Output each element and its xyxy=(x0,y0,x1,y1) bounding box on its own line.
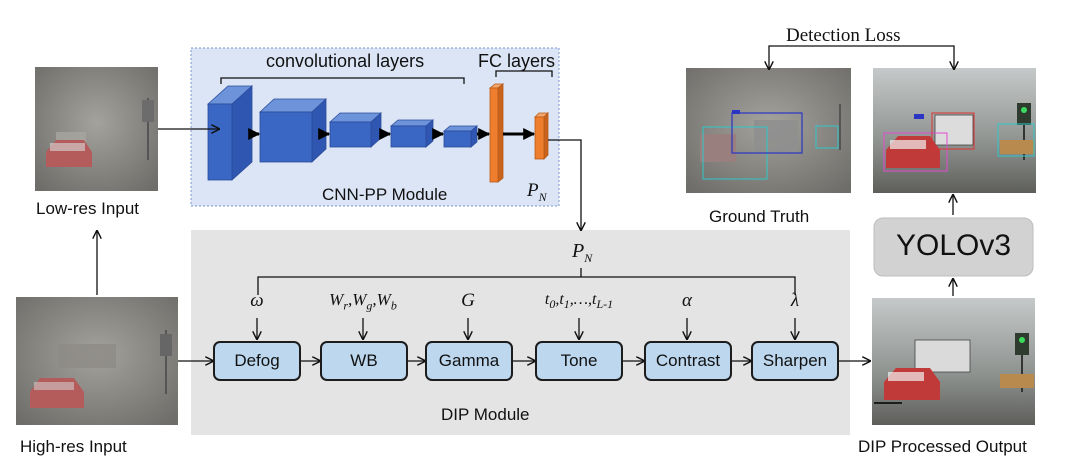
dip-pn-sub: N xyxy=(584,251,593,265)
connectors xyxy=(97,129,953,404)
fc-layer-1 xyxy=(488,83,505,183)
dip-output-label: DIP Processed Output xyxy=(858,437,1027,456)
ground-truth-image xyxy=(686,68,851,193)
cnn-pn-sub: N xyxy=(538,189,547,204)
highres-input-image xyxy=(16,297,178,425)
param-omega: ω xyxy=(250,290,264,311)
lowres-input-image xyxy=(35,67,158,191)
conv-layer-4 xyxy=(389,119,435,148)
detection-result-image xyxy=(873,68,1036,193)
conv-bracket xyxy=(220,77,465,84)
fc-layer-2 xyxy=(534,112,549,160)
yolo-box xyxy=(873,217,1034,277)
dip-pn-label: PN xyxy=(572,240,592,266)
param-wb: Wr,Wg,Wb xyxy=(329,290,397,313)
filter-sharpen: Sharpen xyxy=(751,341,839,381)
lowres-input-label: Low-res Input xyxy=(36,199,139,218)
fc-layers-label: FC layers xyxy=(478,51,556,71)
conv-layer-2 xyxy=(258,98,328,163)
filter-wb: WB xyxy=(320,341,408,381)
param-alpha: α xyxy=(682,290,692,311)
detection-loss-bracket xyxy=(769,45,954,69)
filter-contrast: Contrast xyxy=(644,341,732,381)
param-lambda: λ xyxy=(790,290,800,311)
conv-layer-3 xyxy=(328,112,383,148)
dip-panel xyxy=(191,230,850,435)
conv-layers-label: convolutional layers xyxy=(266,51,425,71)
cnn-pn-base: P xyxy=(527,180,539,201)
param-tone: t0,t1,…,tL-1 xyxy=(544,291,614,312)
highres-input-label: High-res Input xyxy=(20,437,127,456)
ground-truth-label: Ground Truth xyxy=(709,207,810,226)
filter-tone: Tone xyxy=(535,341,623,381)
yolo-label: YOLOv3 xyxy=(895,229,1012,262)
dip-pn-base: P xyxy=(572,240,585,262)
conv-layer-1 xyxy=(206,85,254,181)
cnn-pp-module-label: CNN-PP Module xyxy=(322,185,448,204)
param-gamma: G xyxy=(461,290,475,311)
dip-module-label: DIP Module xyxy=(441,405,530,424)
cnn-pn-label: PN xyxy=(527,180,547,205)
filter-gamma: Gamma xyxy=(425,341,513,381)
conv-layer-5 xyxy=(442,125,479,148)
filter-defog: Defog xyxy=(213,341,301,381)
fc-bracket xyxy=(495,70,553,77)
dip-output-image xyxy=(872,298,1035,425)
detection-loss-label: Detection Loss xyxy=(786,25,901,46)
